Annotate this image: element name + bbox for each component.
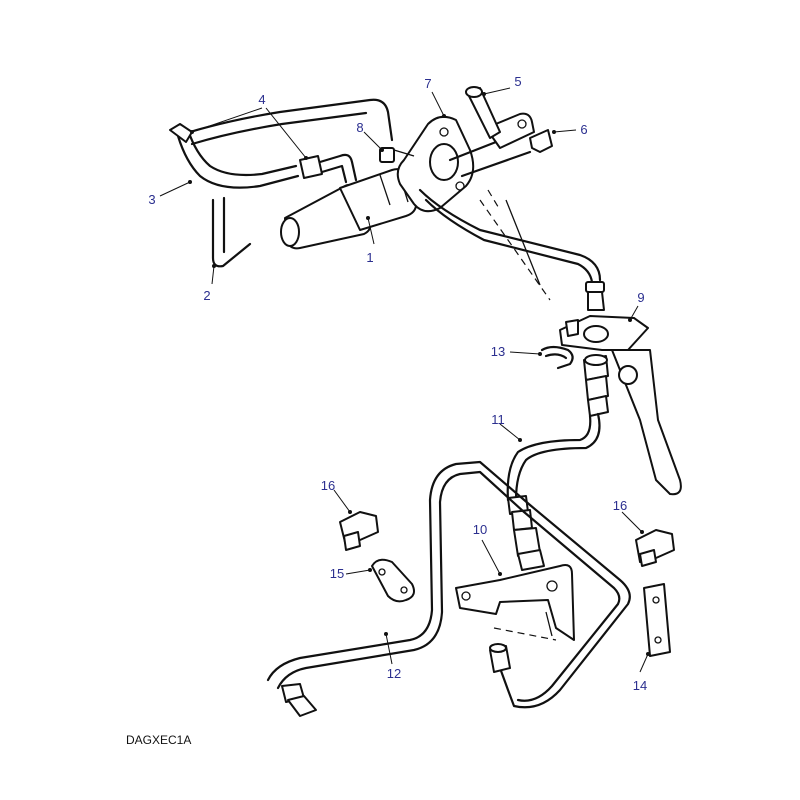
spring-clip <box>529 129 553 153</box>
bracket-guide-lines <box>479 189 551 301</box>
pipe-clip-left <box>339 511 379 551</box>
flexible-hose <box>506 412 601 571</box>
callout-16-right: 16 <box>613 498 627 513</box>
gasket-plate <box>643 583 671 657</box>
pipe-clip-right <box>635 529 675 567</box>
pipe-lower-fitting-right <box>489 643 511 673</box>
spacer-plate <box>371 558 415 603</box>
callout-4: 4 <box>258 92 265 107</box>
callout-6: 6 <box>580 122 587 137</box>
callout-14: 14 <box>633 678 647 693</box>
callout-2: 2 <box>203 288 210 303</box>
rigid-pipe-main <box>418 188 602 284</box>
mounting-bracket <box>559 315 682 496</box>
pipe-to-cylinder <box>318 153 358 184</box>
pipe-union <box>585 281 605 311</box>
diagram-reference-code: DAGXEC1A <box>126 733 191 747</box>
callout-9: 9 <box>637 290 644 305</box>
reservoir-hose <box>169 123 300 189</box>
slave-bracket <box>455 564 575 641</box>
callout-15: 15 <box>330 566 344 581</box>
callout-3: 3 <box>148 192 155 207</box>
callout-5: 5 <box>514 74 521 89</box>
rigid-pipe-lower <box>266 460 631 709</box>
callout-11: 11 <box>491 412 505 427</box>
push-rod-clevis <box>448 112 535 178</box>
callout-16-left: 16 <box>321 478 335 493</box>
callout-13: 13 <box>491 344 505 359</box>
bolt-item-8 <box>379 147 415 163</box>
clevis-pin <box>465 86 501 139</box>
hose-end-fitting <box>583 354 609 417</box>
callout-1: 1 <box>366 250 373 265</box>
retaining-clip <box>540 345 574 370</box>
master-cylinder <box>280 168 418 250</box>
mounting-flange <box>396 115 475 213</box>
leader-lines <box>159 87 650 673</box>
callout-8: 8 <box>356 120 363 135</box>
hose-clip <box>299 155 323 179</box>
pipe-lower-fitting-left <box>281 683 317 717</box>
callout-7: 7 <box>424 76 431 91</box>
callout-10: 10 <box>473 522 487 537</box>
callout-12: 12 <box>387 666 401 681</box>
